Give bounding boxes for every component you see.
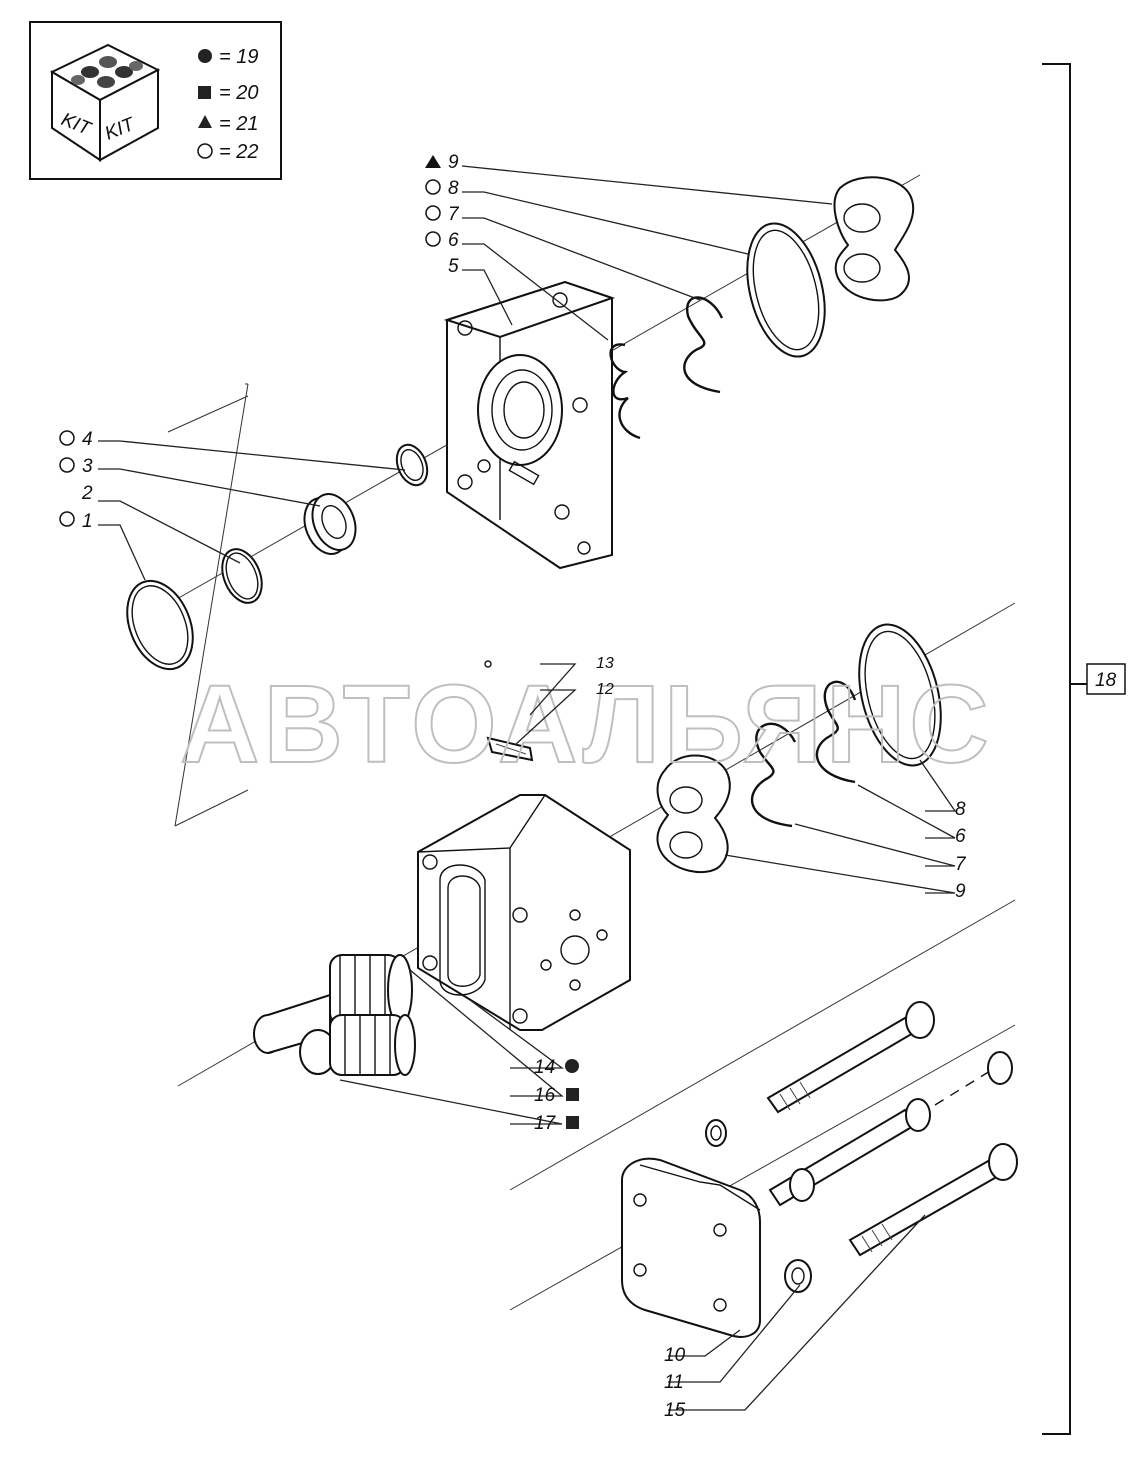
open-circle-symbol-3 (59, 457, 75, 473)
kit-legend-entry: = 20 (198, 82, 258, 104)
part-10-rear-cover (621, 1157, 761, 1338)
kit-box-icon: KIT KIT (49, 43, 161, 162)
part-8-top-gasket (746, 222, 826, 358)
part-9-top-bushing (833, 176, 915, 302)
filled-square-symbol-17 (566, 1116, 579, 1129)
part-11-washer-upper (705, 1119, 727, 1147)
part-16-drive-gear (253, 954, 413, 1054)
part-8-lower-gasket (858, 623, 942, 767)
callout-1: 1 (82, 511, 93, 532)
open-circle-symbol-8 (425, 179, 441, 195)
callout-5: 5 (448, 256, 459, 277)
callout-7-top: 7 (448, 204, 460, 225)
open-circle-symbol-7 (425, 205, 441, 221)
part-14-pump-body (417, 794, 631, 1031)
part-9-lower-bushing (656, 754, 731, 874)
part-15-bolt-lower (848, 1143, 1018, 1257)
open-circle-symbol-4 (59, 430, 75, 446)
callout-4: 4 (82, 429, 93, 450)
part-1-o-ring (126, 579, 194, 671)
part-15-bolt-middle (768, 1051, 1013, 1207)
kit-legend-text-21: = 21 (219, 113, 258, 135)
kit-legend-text-22: = 22 (219, 141, 258, 163)
callout-13: 13 (596, 655, 614, 672)
callout-6-top: 6 (448, 230, 459, 251)
part-11-washer (784, 1259, 812, 1293)
part-2-snap-ring (221, 548, 263, 604)
callout-15: 15 (664, 1400, 686, 1421)
open-circle-symbol-6 (425, 231, 441, 247)
triangle-symbol-9 (425, 155, 441, 168)
callout-leaders (98, 165, 957, 1411)
kit-legend-entry: = 22 (197, 141, 258, 163)
callout-14: 14 (534, 1057, 555, 1078)
callout-11: 11 (664, 1372, 684, 1393)
assembly-bracket: 18 (1042, 63, 1126, 1435)
watermark-text: АВТОАЛЬЯНС (180, 663, 993, 786)
filled-square-symbol-16 (566, 1088, 579, 1101)
kit-legend: KIT KIT = 19 = 20 = 21 = 22 (29, 21, 282, 180)
callout-6-right: 6 (955, 826, 966, 847)
part-15-bolt (766, 1001, 935, 1114)
callout-8-top: 8 (448, 178, 459, 199)
filled-circle-symbol-14 (565, 1059, 579, 1073)
kit-legend-text-20: = 20 (219, 82, 258, 104)
callout-17: 17 (534, 1113, 557, 1134)
assembly-ref-label: 18 (1095, 670, 1117, 691)
part-6-top-backup-ring (609, 343, 641, 440)
kit-legend-entry: = 21 (198, 113, 258, 135)
part-17-driven-gear (299, 1014, 416, 1076)
part-4-ring (395, 443, 429, 487)
callout-9-top: 9 (448, 152, 459, 173)
part-7-lower-backup-ring (750, 722, 797, 828)
part-3-shaft-seal (303, 493, 357, 555)
open-circle-symbol-1 (59, 511, 75, 527)
callout-2: 2 (81, 483, 93, 504)
callout-labels: 9 8 7 6 5 4 3 2 1 13 12 8 6 7 9 14 16 17… (59, 152, 967, 1421)
part-7-top-backup-ring (683, 296, 724, 394)
callout-9-right: 9 (955, 881, 966, 902)
callout-7-right: 7 (955, 854, 967, 875)
callout-12: 12 (596, 681, 614, 698)
kit-legend-text-19: = 19 (219, 46, 258, 68)
callout-10: 10 (664, 1345, 686, 1366)
callout-16: 16 (534, 1085, 556, 1106)
part-5-mounting-flange (443, 280, 616, 570)
part-13-pin (484, 660, 492, 668)
part-6-lower-backup-ring (815, 680, 857, 784)
callout-3: 3 (82, 456, 93, 477)
callout-8-right: 8 (955, 799, 966, 820)
kit-legend-entry: = 19 (198, 46, 258, 68)
